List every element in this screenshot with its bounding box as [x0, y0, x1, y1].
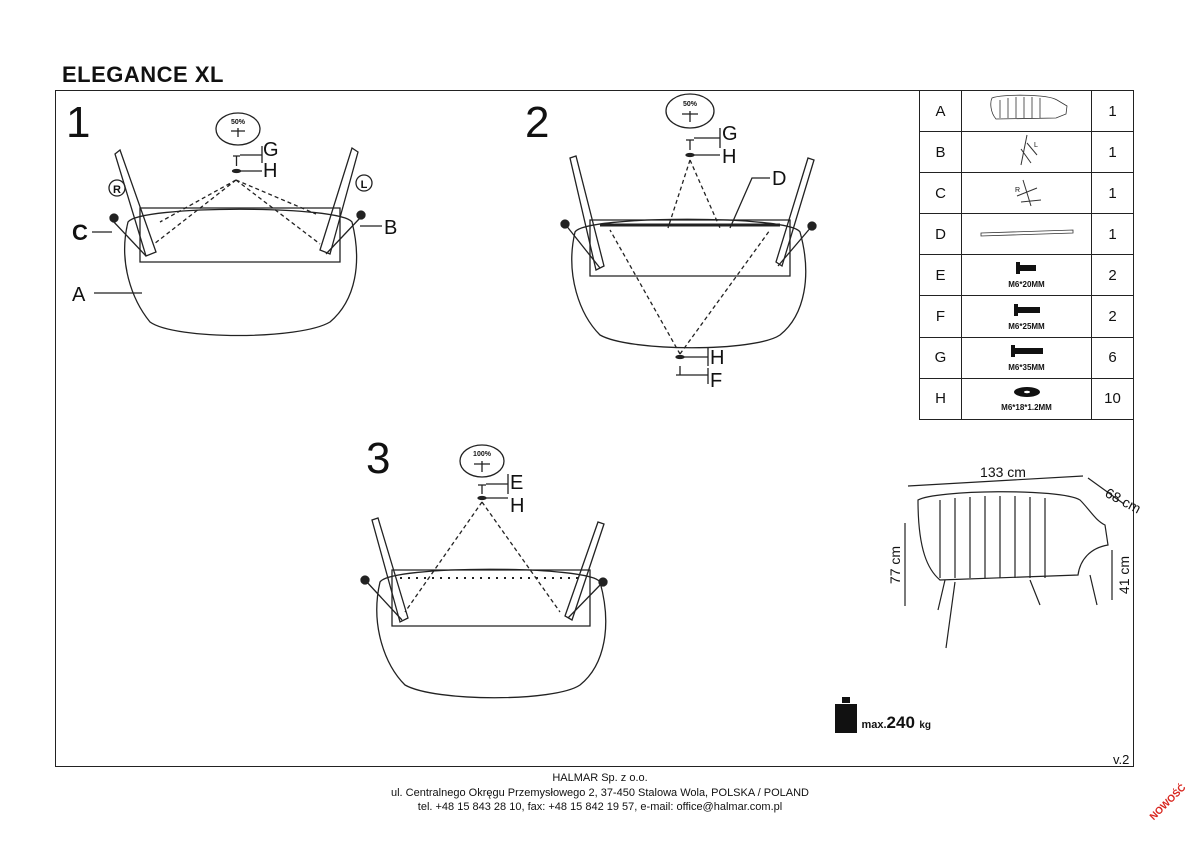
label-d: D [772, 168, 786, 190]
bolt-icon [676, 366, 684, 376]
depth-dimension: 68 cm [1103, 485, 1144, 517]
part-label: H [919, 377, 962, 420]
max-load-prefix: max. [861, 719, 887, 731]
washer-icon [231, 168, 242, 174]
seat-body [376, 568, 607, 699]
svg-text:L: L [1034, 142, 1038, 149]
bar-d [729, 177, 770, 229]
step-2-diagram: 50% [560, 93, 817, 384]
label-e: E [510, 472, 523, 494]
step-3-number: 3 [366, 434, 391, 483]
label-g: G [263, 139, 279, 161]
sofa-dimensions-drawing [904, 475, 1125, 649]
parts-table: A 1 B L 1 C R 1 D 1 E M6*20MM 2 F [919, 89, 1134, 420]
table-row: F M6*25MM 2 [919, 295, 1134, 338]
part-qty: 2 [1091, 295, 1134, 338]
bolt-icon [686, 139, 694, 150]
height-dimension: 77 cm [887, 546, 903, 584]
instructions-frame [55, 90, 1134, 767]
document-title: ELEGANCE XL [62, 62, 224, 87]
washer-icon [477, 495, 487, 501]
table-row: E M6*20MM 2 [919, 254, 1134, 297]
leg-left [319, 146, 359, 255]
leg-right-foot [111, 219, 147, 257]
part-label: B [919, 131, 962, 174]
step-1-diagram: 50% [92, 112, 382, 337]
table-row: H M6*18*1.2MM 10 [919, 377, 1134, 420]
label-a: A [72, 284, 86, 306]
width-dimension: 133 cm [980, 464, 1026, 480]
bolt-icon: M6*35MM [961, 336, 1092, 379]
label-h: H [510, 495, 524, 517]
bolt-icon: M6*20MM [961, 254, 1092, 297]
washer-icon [685, 152, 695, 158]
company-contact: tel. +48 15 843 28 10, fax: +48 15 842 1… [417, 801, 783, 813]
seat-body [124, 208, 358, 337]
step-1-number: 1 [66, 98, 91, 147]
step-3-diagram: 100% [360, 444, 608, 699]
max-load-value: 240 [886, 713, 915, 732]
label-h: H [263, 160, 277, 182]
weight-icon [835, 697, 857, 733]
leg-right [371, 517, 409, 623]
table-row: G M6*35MM 6 [919, 336, 1134, 379]
label-f: F [710, 370, 722, 392]
label-g: G [722, 123, 738, 145]
part-qty: 10 [1091, 377, 1134, 420]
leg-right [569, 155, 605, 271]
bolt-icon [478, 484, 486, 494]
label-b: B [384, 217, 397, 239]
table-row: C R 1 [919, 172, 1134, 215]
torque-icon: 50% [215, 112, 261, 146]
leg-right-icon: R [961, 172, 1092, 215]
part-label: C [919, 172, 962, 215]
svg-text:50%: 50% [683, 101, 698, 108]
leg-left-icon: L [961, 131, 1092, 174]
label-h: H [710, 347, 724, 369]
leg-left [564, 521, 605, 621]
svg-text:100%: 100% [473, 451, 492, 458]
company-address: ul. Centralnego Okręgu Przemysłowego 2, … [390, 786, 809, 799]
footer: HALMAR Sp. z o.o. ul. Centralnego Okręgu… [0, 771, 1200, 815]
bar-icon [961, 213, 1092, 256]
part-qty: 1 [1091, 89, 1134, 133]
svg-text:R: R [1015, 187, 1020, 194]
step-2-number: 2 [525, 98, 550, 147]
seat-body [571, 218, 807, 349]
washer-icon: M6*18*1.2MM [961, 377, 1092, 420]
leg-right [114, 148, 157, 257]
washer-icon [675, 354, 685, 360]
version-label: v.2 [1113, 752, 1130, 767]
sofa-seat-icon [961, 89, 1092, 133]
table-row: D 1 [919, 213, 1134, 256]
label-r: R [113, 184, 121, 196]
part-label: E [919, 254, 962, 297]
table-row: B L 1 [919, 131, 1134, 174]
bolt-icon: M6*25MM [961, 295, 1092, 338]
torque-icon: 100% [459, 444, 505, 478]
label-l: L [361, 179, 368, 191]
leg-left [775, 157, 815, 268]
part-qty: 1 [1091, 213, 1134, 256]
part-label: D [919, 213, 962, 256]
svg-text:50%: 50% [231, 119, 246, 126]
torque-icon: 50% [665, 93, 715, 129]
part-qty: 1 [1091, 172, 1134, 215]
part-qty: 1 [1091, 131, 1134, 174]
company-name: HALMAR Sp. z o.o. [552, 772, 648, 784]
bolt-icon [233, 155, 240, 166]
max-load: max.240 kg [835, 697, 931, 733]
max-load-unit: kg [919, 720, 932, 731]
part-label: G [919, 336, 962, 379]
table-row: A 1 [919, 89, 1134, 133]
label-h: H [722, 146, 736, 168]
part-qty: 2 [1091, 254, 1134, 297]
seat-height-dimension: 41 cm [1116, 556, 1132, 594]
part-label: F [919, 295, 962, 338]
label-c: C [72, 220, 88, 245]
part-label: A [919, 89, 962, 133]
part-qty: 6 [1091, 336, 1134, 379]
